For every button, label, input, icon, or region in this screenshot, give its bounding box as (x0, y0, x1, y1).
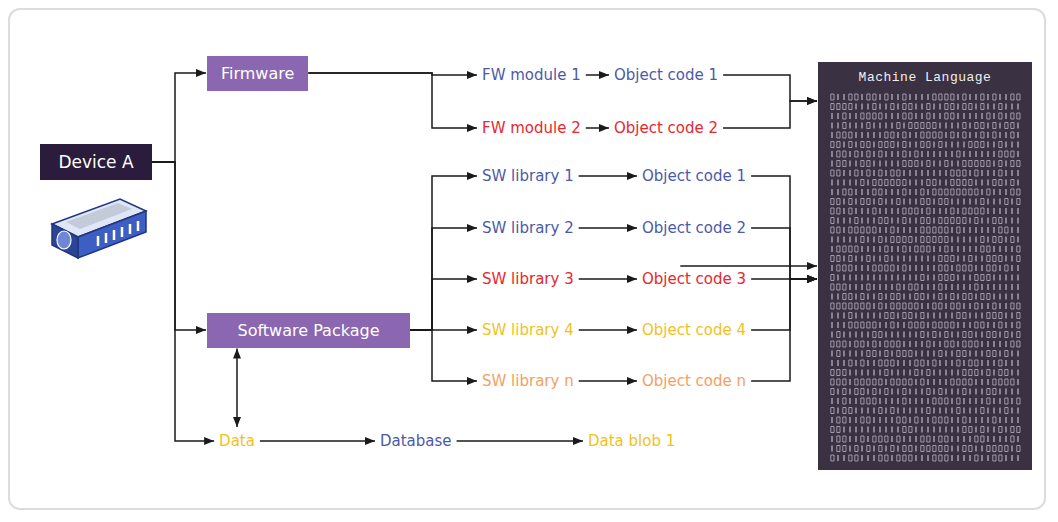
connector-arrow (152, 162, 206, 330)
device-connector (57, 231, 71, 249)
node-text: Object code 3 (642, 270, 746, 288)
object-code-label: Object code n (642, 372, 746, 390)
connector-arrow (152, 162, 214, 441)
module-label: FW module 1 (482, 66, 581, 84)
device-ports (98, 221, 138, 246)
connector-arrow (579, 380, 637, 382)
library-label: SW library 2 (482, 219, 574, 237)
library-label: SW library n (482, 372, 574, 390)
node-text: Machine Language (818, 70, 1032, 85)
connector-arrow (410, 279, 477, 330)
node-text: SW library 1 (482, 167, 574, 185)
object-code-label: Object code 4 (642, 321, 746, 339)
connector-arrow (236, 349, 238, 428)
connector-arrow (680, 265, 817, 267)
connector-arrow (260, 440, 375, 442)
node-text: SW library 2 (482, 219, 574, 237)
device-front (78, 211, 146, 258)
node-text: SW library n (482, 372, 574, 390)
node-text: Firmware (221, 64, 294, 83)
process-box: Firmware (207, 56, 308, 91)
connector-arrow (723, 75, 817, 101)
library-label: SW library 4 (482, 321, 574, 339)
device-box: Device A (40, 144, 152, 180)
connector-arrow (579, 329, 637, 331)
node-text: Object code 1 (642, 167, 746, 185)
binary-texture (818, 62, 1032, 470)
connector-arrow (723, 101, 817, 128)
data-blob-label: Data blob 1 (588, 432, 675, 450)
machine-language-panel: Machine Language (818, 62, 1032, 470)
node-text: Object code 2 (614, 119, 718, 137)
node-text: Device A (58, 152, 133, 172)
connector-arrow (152, 73, 206, 162)
connector-arrow (579, 227, 637, 229)
object-code-label: Object code 2 (642, 219, 746, 237)
library-label: SW library 1 (482, 167, 574, 185)
data-label: Data (219, 432, 255, 450)
object-code-label: Object code 3 (642, 270, 746, 288)
database-label: Database (380, 432, 452, 450)
node-text: SW library 3 (482, 270, 574, 288)
process-box: Software Package (207, 313, 410, 348)
library-label: SW library 3 (482, 270, 574, 288)
node-text: Object code 2 (642, 219, 746, 237)
node-text: Software Package (238, 321, 380, 340)
device-side (52, 224, 78, 258)
connector-arrow (410, 330, 477, 381)
connector-arrow (586, 74, 609, 76)
connector-arrow (410, 228, 477, 330)
connector-arrow (308, 73, 477, 128)
connector-arrow (410, 176, 477, 330)
connector-arrow (579, 175, 637, 177)
connector-arrow (751, 176, 817, 279)
connector-arrow (586, 127, 609, 129)
connector-arrow (457, 440, 583, 442)
module-label: FW module 2 (482, 119, 581, 137)
node-text: Object code 4 (642, 321, 746, 339)
connector-arrow (751, 279, 817, 381)
node-text: FW module 2 (482, 119, 581, 137)
node-text: Database (380, 432, 452, 450)
node-text: FW module 1 (482, 66, 581, 84)
node-text: Object code n (642, 372, 746, 390)
object-code-label: Object code 2 (614, 119, 718, 137)
object-code-label: Object code 1 (614, 66, 718, 84)
node-text: Data (219, 432, 255, 450)
node-text: Data blob 1 (588, 432, 675, 450)
object-code-label: Object code 1 (642, 167, 746, 185)
node-text: SW library 4 (482, 321, 574, 339)
connector-arrow (751, 279, 817, 330)
connector-arrow (579, 278, 637, 280)
connector-arrow (751, 228, 817, 279)
node-text: Object code 1 (614, 66, 718, 84)
